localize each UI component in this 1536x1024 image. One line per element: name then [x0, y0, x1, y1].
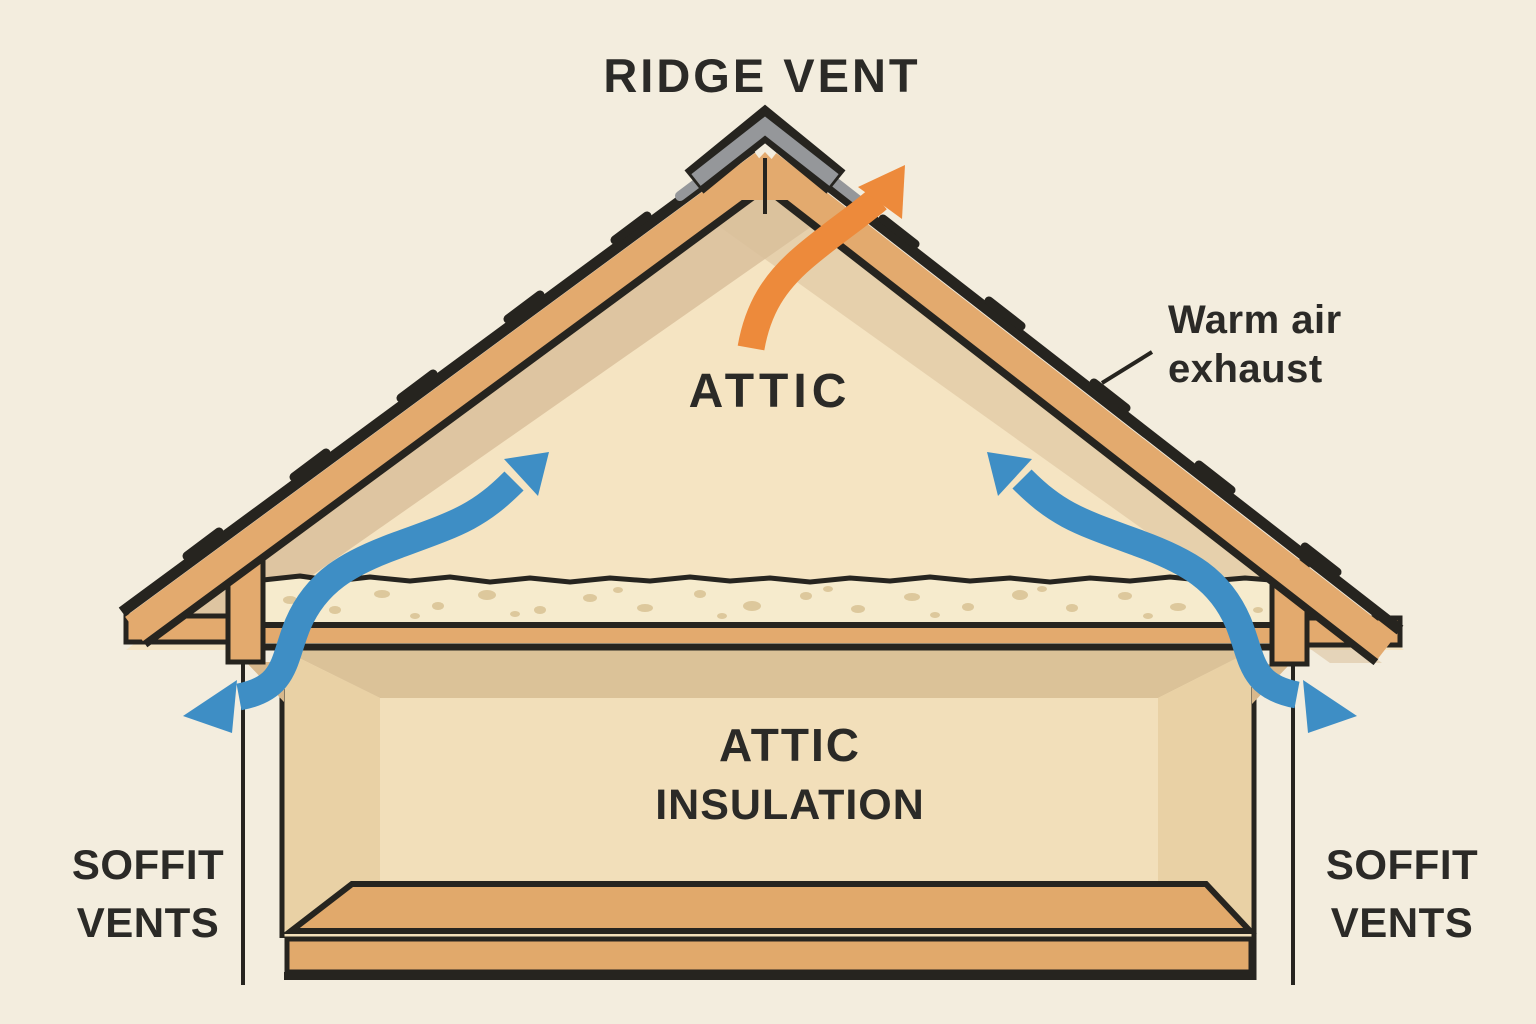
- soffit-vents-label-right: SOFFIT VENTS: [1326, 836, 1478, 952]
- roof-sheathing-right: [757, 153, 1397, 659]
- insulation-wavy-top: [262, 573, 1272, 585]
- roof-sheathing-left: [125, 152, 773, 642]
- room-back-panel: [380, 698, 1158, 884]
- insulation-speckles: [283, 585, 1263, 619]
- warm-air-leader-line: [1100, 350, 1154, 385]
- attic-insulation-layer: [262, 573, 1272, 651]
- warm-air-exhaust-arrow: [737, 165, 905, 351]
- soffit-right-line2: VENTS: [1330, 898, 1474, 946]
- attic-insulation-line1: ATTIC: [718, 719, 862, 771]
- shingle-tabs-right: [878, 214, 1342, 577]
- roof-underside-shadow-right: [713, 183, 1382, 663]
- soffit-vents-label-left: SOFFIT VENTS: [72, 836, 224, 952]
- shingle-tabs-left: [182, 211, 652, 561]
- roof-inner-edge-right: [753, 176, 1379, 666]
- attic-label: ATTIC: [688, 365, 852, 418]
- attic-insulation-label: ATTIC INSULATION: [655, 722, 925, 827]
- airflow-arrow-left: [183, 452, 549, 733]
- roof-shingles-left: [118, 143, 756, 617]
- ridge-cap-metal: [691, 116, 839, 186]
- room-wall-right: [1158, 650, 1253, 930]
- attic-insulation-line2: INSULATION: [655, 781, 925, 829]
- ridge-vent-cap: [684, 104, 846, 214]
- airflow-arrow-right: [987, 452, 1357, 733]
- warm-air-line2: exhaust: [1168, 346, 1323, 391]
- room-wall-left: [283, 650, 380, 930]
- room-ceiling-shadow: [283, 650, 1253, 698]
- arrowhead-left-soffit: [183, 680, 237, 733]
- roof-inner-edge-left: [142, 176, 778, 648]
- soffit-right-line1: SOFFIT: [1325, 841, 1479, 888]
- floor-front-band: [284, 936, 1254, 975]
- roof-shingles-right: [776, 143, 1404, 635]
- floor: [282, 881, 1257, 980]
- eave-post-left: [225, 557, 266, 665]
- warm-air-exhaust-label: Warm air exhaust: [1168, 296, 1342, 394]
- arrowhead-right-ridge: [987, 452, 1032, 496]
- soffit-left-line1: SOFFIT: [71, 841, 225, 888]
- floor-surface: [282, 881, 1257, 934]
- soffit-left-line2: VENTS: [76, 898, 220, 946]
- room-interior: [283, 648, 1253, 938]
- ridge-vent-title: RIDGE VENT: [603, 49, 921, 102]
- warm-air-line1: Warm air: [1168, 298, 1342, 342]
- arrowhead-ridge-exhaust: [858, 165, 905, 219]
- ceiling-joist-deck: [263, 628, 1271, 643]
- roof-underside-shadow-left: [146, 183, 818, 644]
- arrowhead-right-soffit: [1303, 680, 1357, 733]
- roof-slope-right: [753, 143, 1404, 666]
- arrowhead-left-ridge: [504, 452, 549, 496]
- left-eave: [123, 557, 284, 702]
